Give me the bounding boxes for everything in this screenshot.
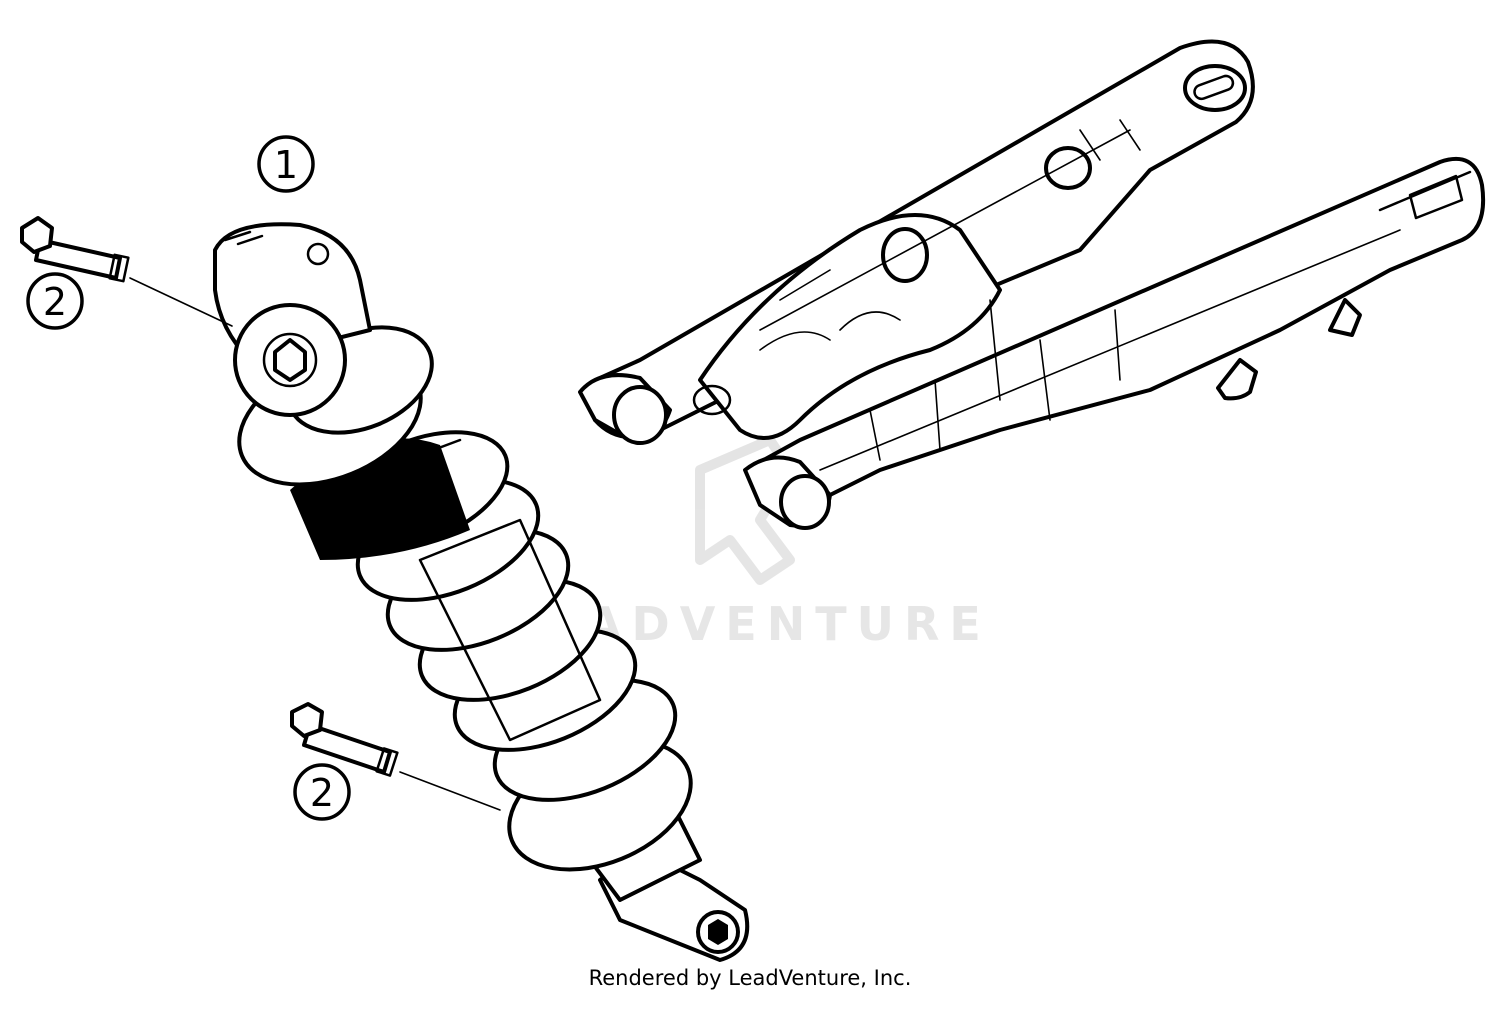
callout-1-label: 1	[274, 143, 298, 187]
callout-1: 1	[257, 135, 315, 193]
upper-bolt-leader	[129, 277, 233, 327]
credit-text: Rendered by LeadVenture, Inc.	[588, 966, 912, 990]
callout-2-upper-label: 2	[43, 280, 67, 324]
callout-2-lower-label: 2	[310, 771, 334, 815]
upper-bolt	[20, 216, 130, 283]
lower-bolt	[290, 702, 399, 777]
shock-absorber	[213, 222, 750, 962]
callout-2-lower: 2	[293, 763, 351, 821]
callout-2-upper: 2	[26, 272, 84, 330]
swingarm	[578, 39, 1486, 530]
lower-bolt-leader	[399, 771, 501, 811]
